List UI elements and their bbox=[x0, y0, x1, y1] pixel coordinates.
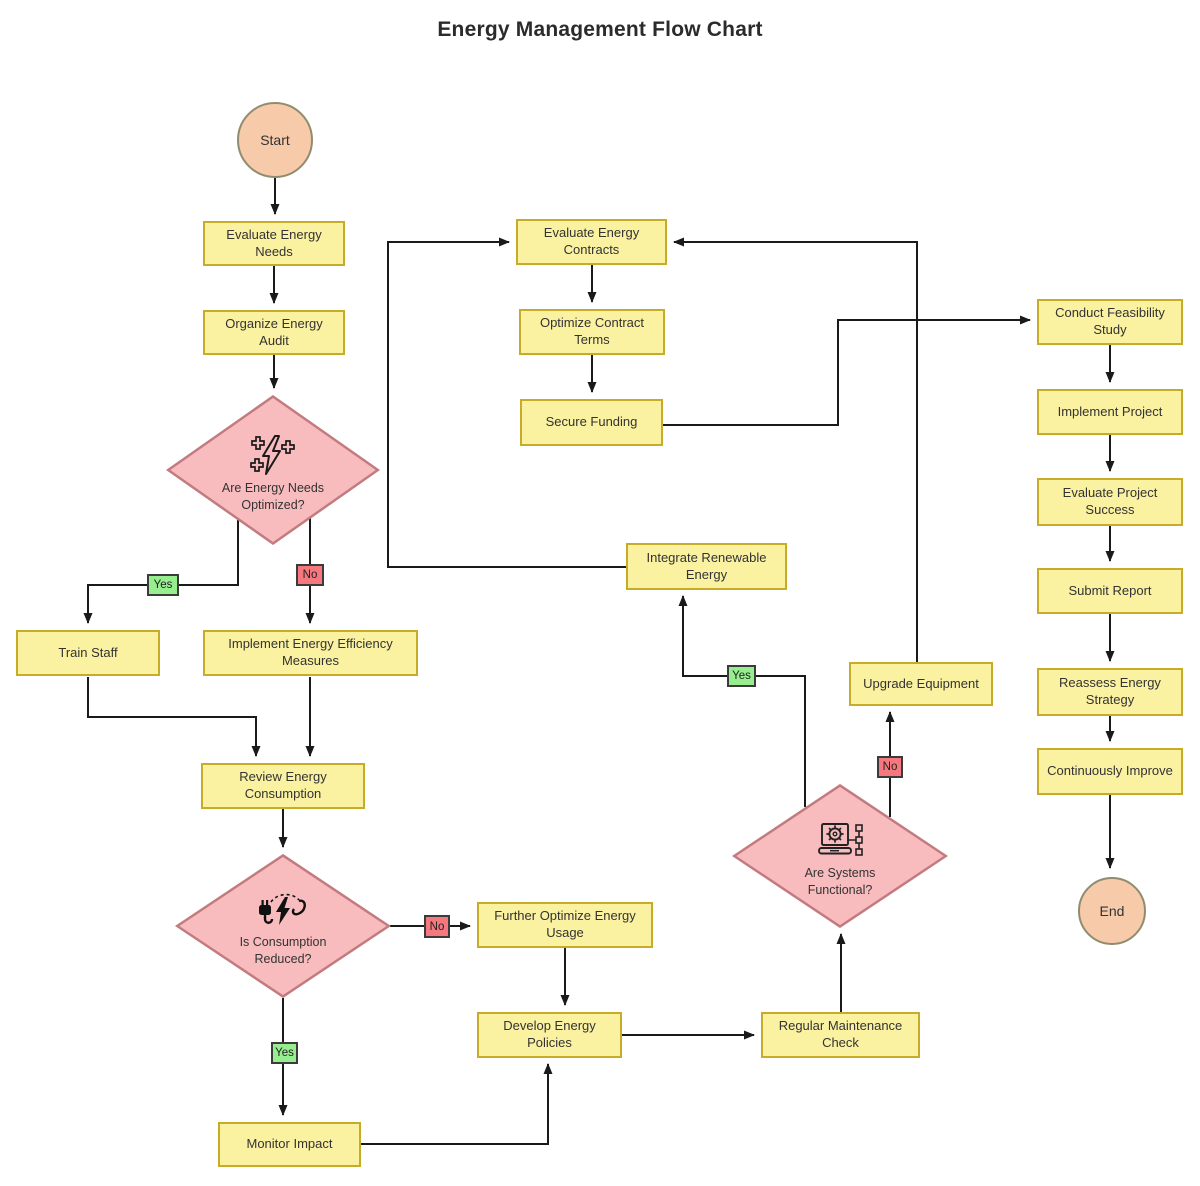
node-start[interactable]: Start bbox=[237, 102, 313, 178]
node-monitor-impact[interactable]: Monitor Impact bbox=[218, 1122, 361, 1167]
node-upgrade-equipment[interactable]: Upgrade Equipment bbox=[849, 662, 993, 706]
node-label: Organize Energy Audit bbox=[225, 315, 323, 348]
edge-label-no-decision3[interactable]: No bbox=[877, 756, 903, 778]
node-label: Evaluate Energy Contracts bbox=[543, 225, 640, 257]
node-label: Evaluate Energy Needs bbox=[226, 226, 322, 259]
lightning-bolt-sparkles-icon bbox=[250, 435, 295, 476]
node-label: Implement Project bbox=[1057, 403, 1163, 419]
edge-label-text: Yes bbox=[732, 670, 751, 682]
node-optimize-contract-terms[interactable]: Optimize Contract Terms bbox=[519, 309, 665, 355]
diamond-shape bbox=[732, 784, 948, 928]
node-regular-maintenance-check[interactable]: Regular Maintenance Check bbox=[761, 1012, 920, 1058]
node-organize-energy-audit[interactable]: Organize Energy Audit bbox=[203, 310, 345, 355]
edge-upgrade-to-evaluate-contracts bbox=[673, 237, 918, 662]
node-label: Further Optimize Energy Usage bbox=[494, 908, 636, 940]
node-label: Are Systems Functional? bbox=[804, 866, 876, 897]
node-further-optimize-energy-usage[interactable]: Further Optimize Energy Usage bbox=[477, 902, 653, 948]
edge-integrate-renewable-to-evaluate-contracts bbox=[387, 237, 626, 568]
node-label: Secure Funding bbox=[545, 414, 638, 430]
edge-label-text: No bbox=[302, 569, 318, 581]
node-label: End bbox=[1099, 902, 1125, 919]
node-decision-are-energy-needs-optimized[interactable]: Are Energy Needs Optimized? bbox=[166, 395, 380, 545]
node-label: Upgrade Equipment bbox=[863, 675, 979, 691]
node-label: Review Energy Consumption bbox=[239, 769, 327, 801]
node-implement-project[interactable]: Implement Project bbox=[1037, 389, 1183, 435]
node-secure-funding[interactable]: Secure Funding bbox=[520, 399, 663, 446]
edge-label-text: Yes bbox=[275, 1047, 294, 1059]
node-label: Reassess Energy Strategy bbox=[1059, 675, 1161, 707]
node-label: Train Staff bbox=[58, 644, 118, 660]
node-label: Conduct Feasibility Study bbox=[1055, 305, 1165, 337]
node-train-staff[interactable]: Train Staff bbox=[16, 630, 160, 676]
node-conduct-feasibility-study[interactable]: Conduct Feasibility Study bbox=[1037, 299, 1183, 345]
node-label: Monitor Impact bbox=[246, 1136, 333, 1152]
power-plug-bolt-icon bbox=[259, 894, 306, 926]
node-label: Submit Report bbox=[1068, 582, 1152, 598]
node-label: Optimize Contract Terms bbox=[539, 315, 645, 347]
edge-label-no-decision1[interactable]: No bbox=[296, 564, 324, 586]
node-label: Continuously Improve bbox=[1047, 763, 1173, 779]
node-label: Start bbox=[260, 131, 290, 148]
node-decision-are-systems-functional[interactable]: Are Systems Functional? bbox=[732, 784, 948, 928]
edge-label-no-decision2[interactable]: No bbox=[424, 915, 450, 938]
node-label: Evaluate Project Success bbox=[1062, 485, 1158, 517]
node-label: Regular Maintenance Check bbox=[778, 1018, 903, 1050]
edge-label-yes-decision3[interactable]: Yes bbox=[727, 665, 756, 687]
edge-monitor-impact-to-develop-policies bbox=[361, 1063, 553, 1145]
diamond-shape bbox=[175, 854, 391, 998]
node-integrate-renewable-energy[interactable]: Integrate Renewable Energy bbox=[626, 543, 787, 590]
edge-label-yes-decision2[interactable]: Yes bbox=[271, 1042, 298, 1064]
diamond-content: Are Energy Needs Optimized? bbox=[166, 395, 380, 545]
node-decision-is-consumption-reduced[interactable]: Is Consumption Reduced? bbox=[175, 854, 391, 998]
edge-label-text: No bbox=[882, 761, 898, 773]
node-label: Develop Energy Policies bbox=[503, 1018, 596, 1050]
diamond-content: Are Systems Functional? bbox=[732, 784, 948, 928]
diamond-shape bbox=[166, 395, 380, 545]
edge-decision3-yes-to-integrate-renewable bbox=[678, 595, 806, 807]
node-evaluate-energy-contracts[interactable]: Evaluate Energy Contracts bbox=[516, 219, 667, 265]
node-label: Is Consumption Reduced? bbox=[239, 935, 327, 966]
node-label: Integrate Renewable Energy bbox=[646, 549, 767, 582]
edge-label-yes-decision1[interactable]: Yes bbox=[147, 574, 179, 596]
node-end[interactable]: End bbox=[1078, 877, 1146, 945]
edge-train-staff-to-review bbox=[87, 677, 261, 757]
node-develop-energy-policies[interactable]: Develop Energy Policies bbox=[477, 1012, 622, 1058]
edge-label-text: Yes bbox=[153, 579, 173, 591]
node-evaluate-energy-needs[interactable]: Evaluate Energy Needs bbox=[203, 221, 345, 266]
node-continuously-improve[interactable]: Continuously Improve bbox=[1037, 748, 1183, 795]
page-title: Energy Management Flow Chart bbox=[437, 18, 763, 41]
edge-label-text: No bbox=[429, 920, 445, 933]
diamond-content: Is Consumption Reduced? bbox=[175, 854, 391, 998]
node-label: Are Energy Needs Optimized? bbox=[221, 481, 325, 512]
node-implement-energy-efficiency-measures[interactable]: Implement Energy Efficiency Measures bbox=[203, 630, 418, 676]
node-submit-report[interactable]: Submit Report bbox=[1037, 568, 1183, 614]
node-review-energy-consumption[interactable]: Review Energy Consumption bbox=[201, 763, 365, 809]
node-label: Implement Energy Efficiency Measures bbox=[228, 636, 393, 668]
laptop-gear-network-icon bbox=[818, 823, 863, 857]
edge-secure-funding-to-feasibility bbox=[663, 315, 1031, 426]
node-reassess-energy-strategy[interactable]: Reassess Energy Strategy bbox=[1037, 668, 1183, 716]
node-evaluate-project-success[interactable]: Evaluate Project Success bbox=[1037, 478, 1183, 526]
